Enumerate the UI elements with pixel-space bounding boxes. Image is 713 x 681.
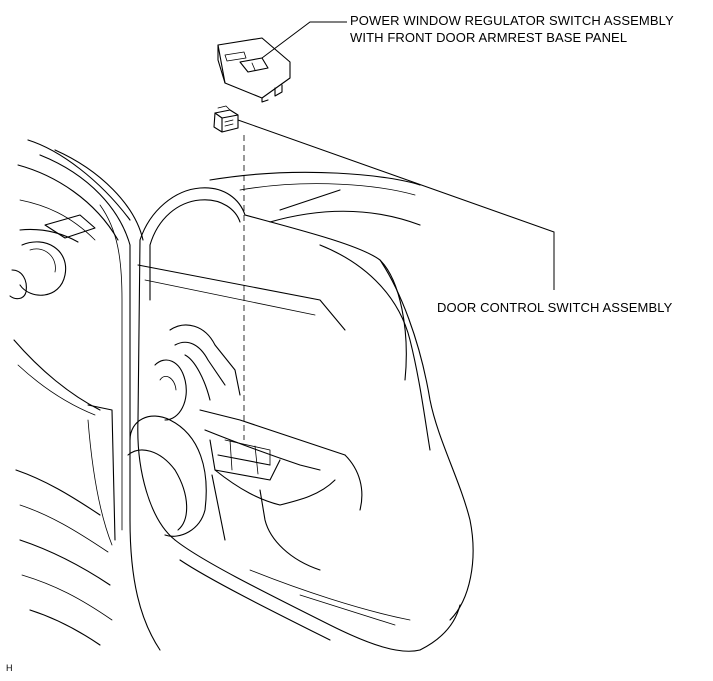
instrument-panel [9, 139, 131, 646]
door-opening [39, 149, 421, 651]
leader-regulator-switch [261, 21, 347, 59]
door-trim-panel [137, 187, 474, 652]
door-control-switch-part [213, 105, 239, 133]
door-control-switch-label: DOOR CONTROL SWITCH ASSEMBLY [437, 300, 673, 315]
corner-mark: H [6, 663, 13, 673]
regulator-switch-label-line1: POWER WINDOW REGULATOR SWITCH ASSEMBLY [350, 13, 674, 28]
leader-door-control-switch [237, 119, 555, 290]
regulator-switch-part [217, 37, 291, 103]
regulator-switch-callout: POWER WINDOW REGULATOR SWITCH ASSEMBLY W… [350, 12, 674, 46]
regulator-switch-label-line2: WITH FRONT DOOR ARMREST BASE PANEL [350, 30, 628, 45]
door-control-switch-callout: DOOR CONTROL SWITCH ASSEMBLY [437, 299, 672, 316]
armrest-area [127, 324, 363, 571]
